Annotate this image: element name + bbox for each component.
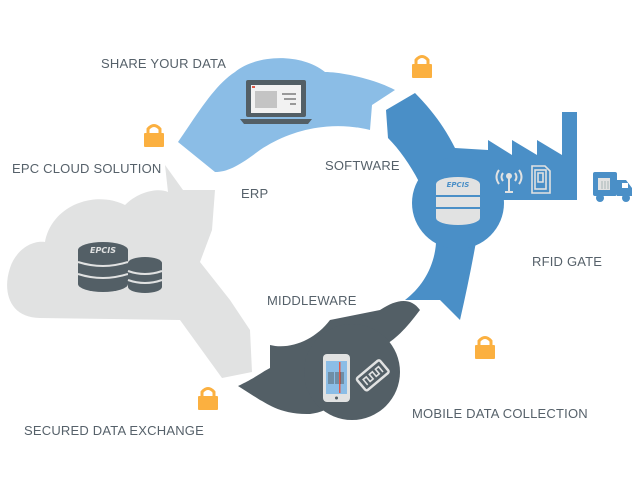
mobile-segment bbox=[238, 300, 420, 420]
cloud-db-label: EPCIS bbox=[90, 246, 116, 255]
label-middleware: MIDDLEWARE bbox=[267, 293, 357, 308]
label-rfid-gate: RFID GATE bbox=[532, 254, 603, 269]
rfid-tag-icon bbox=[531, 165, 551, 194]
lock-icon bbox=[475, 336, 495, 359]
cloud-small-database-icon bbox=[127, 257, 163, 293]
cloud-epcis-database-icon: EPCIS bbox=[77, 242, 129, 292]
lock-icon bbox=[144, 124, 164, 147]
phone-barcode-icon bbox=[323, 354, 350, 402]
rfid-ticket-icon bbox=[355, 359, 390, 392]
antenna-icon bbox=[495, 169, 523, 193]
truck-icon bbox=[593, 172, 632, 202]
label-share-your-data: SHARE YOUR DATA bbox=[101, 56, 227, 71]
label-mobile-data-collection: MOBILE DATA COLLECTION bbox=[412, 406, 588, 421]
label-secured-data-exchange: SECURED DATA EXCHANGE bbox=[24, 423, 204, 438]
label-epc-cloud-solution: EPC CLOUD SOLUTION bbox=[12, 161, 162, 176]
lock-icon bbox=[412, 55, 432, 78]
laptop-icon bbox=[240, 80, 312, 124]
rfid-db-label: EPCIS bbox=[447, 181, 470, 189]
epcis-database-icon: EPCIS bbox=[436, 177, 480, 225]
label-erp: ERP bbox=[241, 186, 269, 201]
label-software: SOFTWARE bbox=[325, 158, 400, 173]
erp-segment bbox=[178, 58, 395, 172]
rfid-segment: EPCIS bbox=[386, 93, 577, 320]
lock-icon bbox=[198, 387, 218, 410]
